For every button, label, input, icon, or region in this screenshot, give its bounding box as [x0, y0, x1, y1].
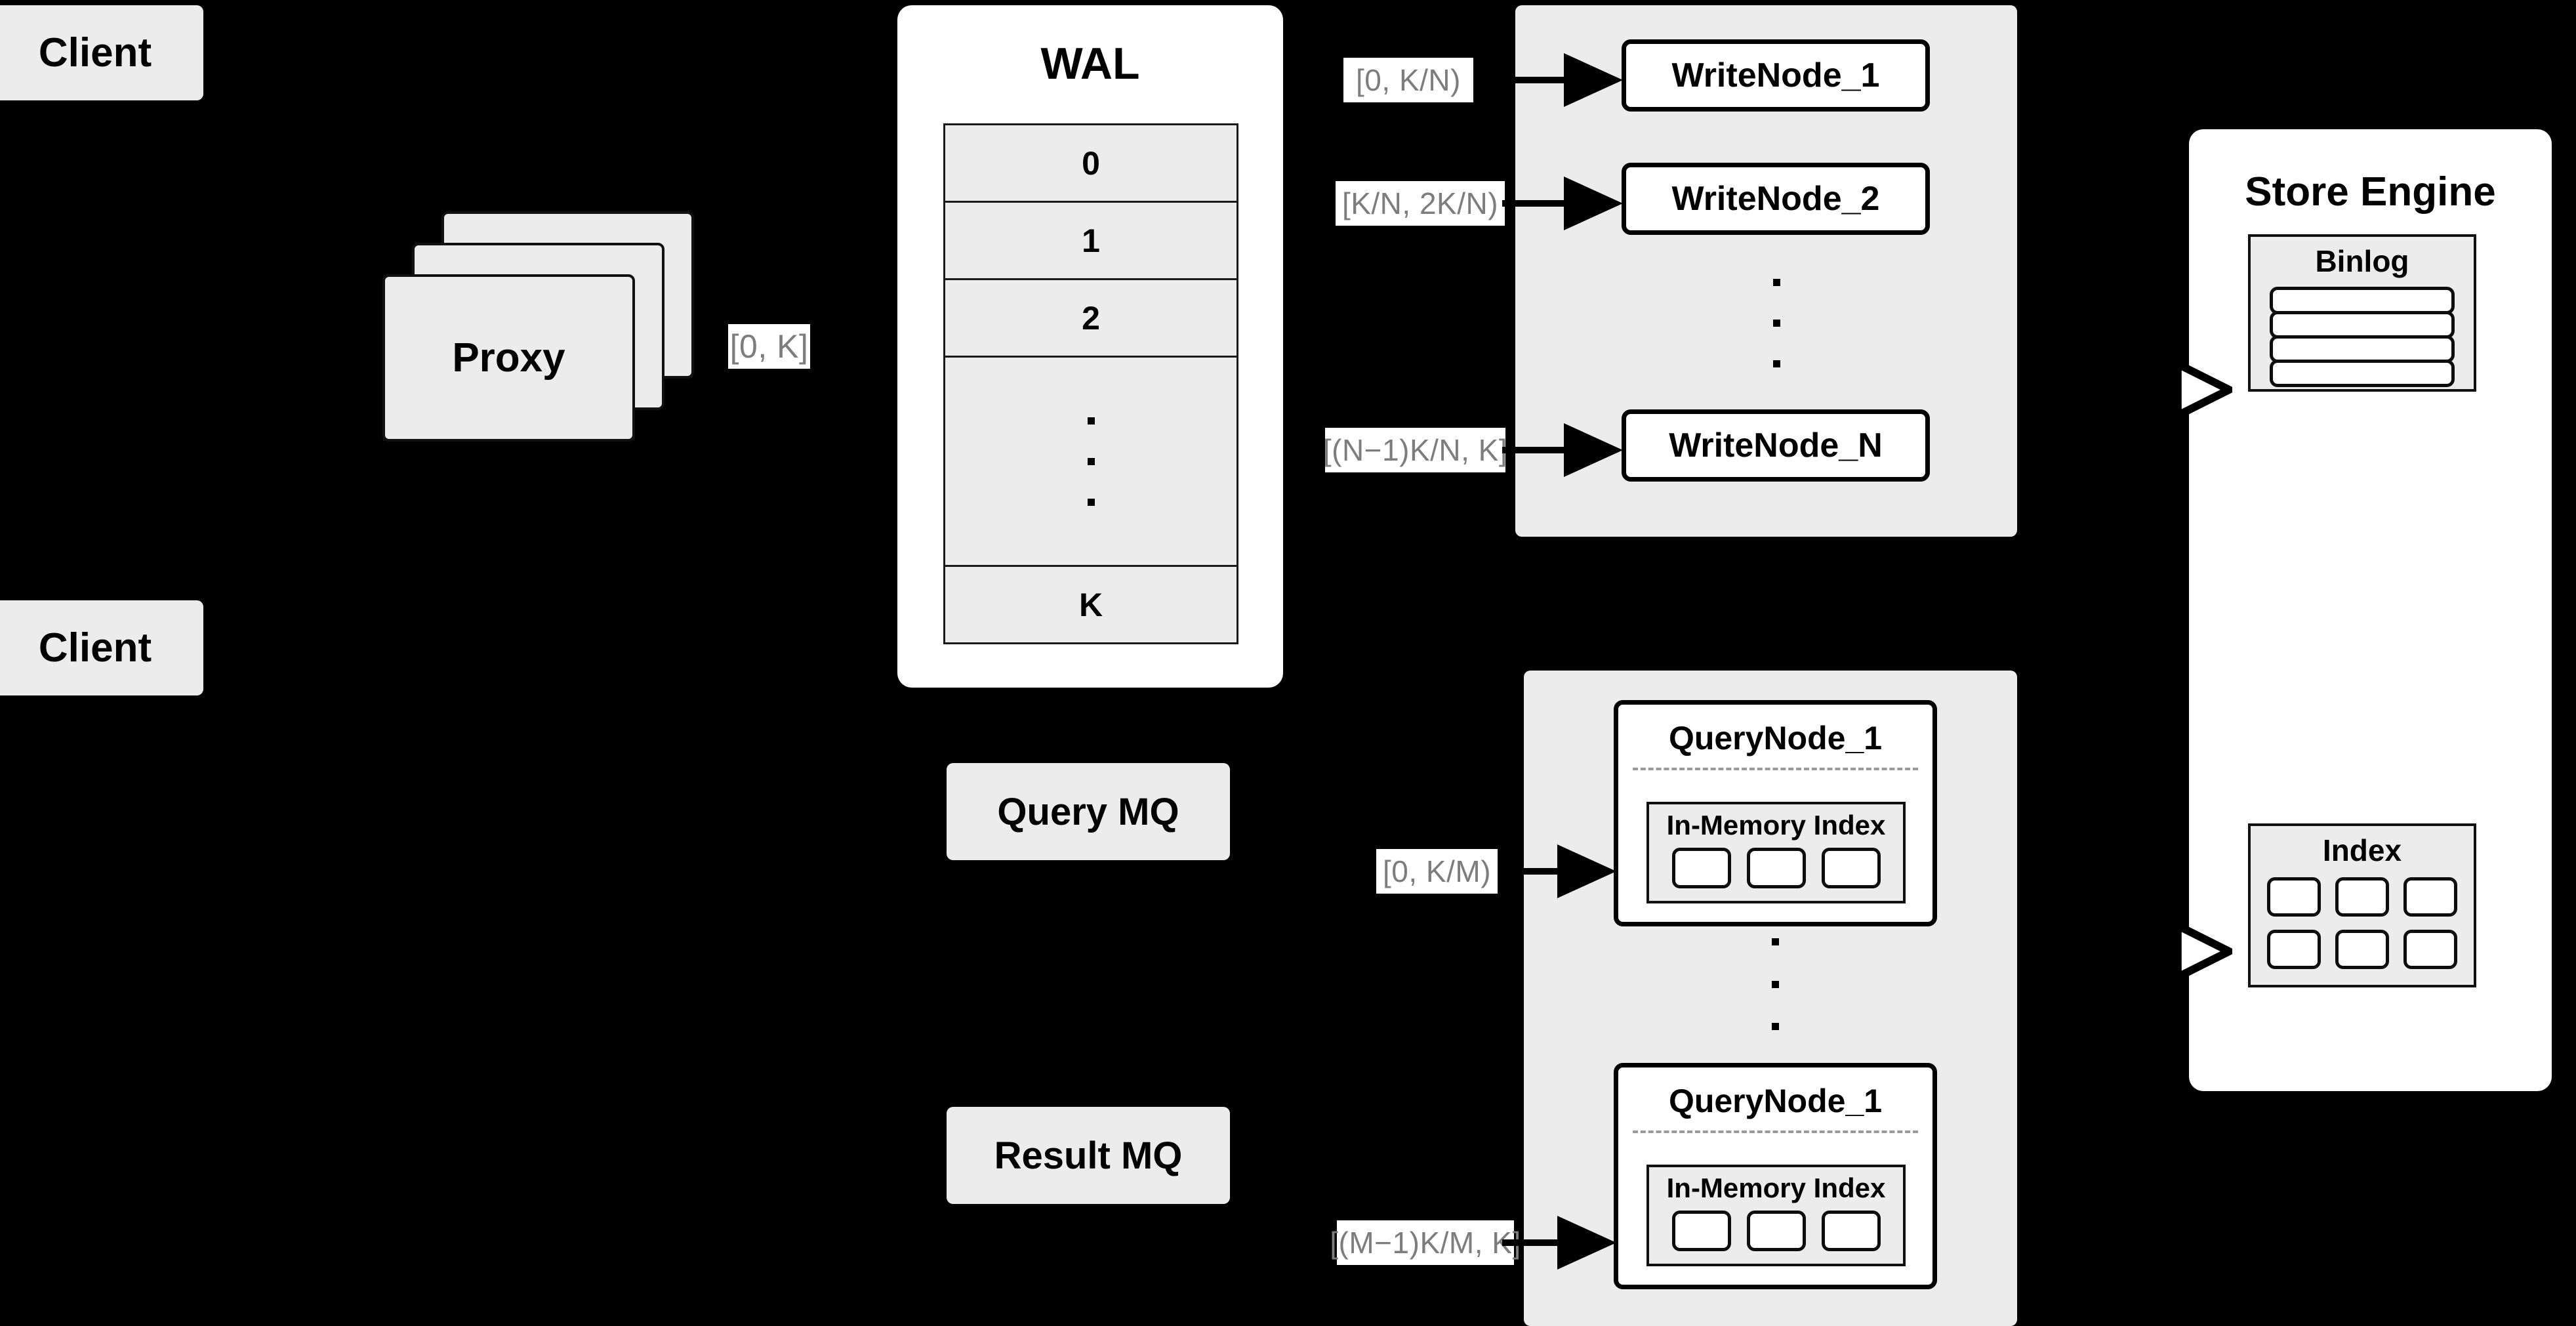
query-node-1-inmemory-index: In-Memory Index [1646, 802, 1906, 903]
proxy-label: Proxy [452, 335, 565, 381]
query-node-m-label: QueryNode_1 [1668, 1083, 1883, 1119]
wal-row-list: 0 1 2 K [943, 123, 1238, 644]
wal-panel: WAL 0 1 2 K [897, 5, 1283, 688]
query-node-m-inmemory-index: In-Memory Index [1646, 1165, 1906, 1266]
write-node-2[interactable]: WriteNode_2 [1622, 163, 1930, 235]
store-engine-title: Store Engine [2245, 169, 2496, 215]
wal-title: WAL [1040, 39, 1140, 89]
wal-row-ellipsis [943, 356, 1238, 567]
query-cluster-ellipsis-icon [1771, 938, 1779, 1030]
index-slot[interactable] [1821, 1211, 1881, 1251]
query-node-1-label: QueryNode_1 [1668, 720, 1883, 756]
wal-row[interactable]: 2 [943, 278, 1238, 358]
write-node-n-label: WriteNode_N [1669, 426, 1883, 465]
query-node-m-index-title: In-Memory Index [1666, 1172, 1886, 1203]
index-slot[interactable] [1746, 1211, 1806, 1251]
query-node-1[interactable]: QueryNode_1 In-Memory Index [1614, 700, 1937, 926]
store-index-cell[interactable] [2267, 930, 2321, 969]
vertical-ellipsis-icon [1087, 417, 1095, 506]
wal-row[interactable]: 1 [943, 201, 1238, 280]
write-node-2-label: WriteNode_2 [1671, 180, 1880, 218]
write-node-1-range-label: [0, K/N) [1343, 58, 1473, 102]
write-node-1[interactable]: WriteNode_1 [1622, 39, 1930, 112]
write-node-n-range-label: [(N−1)K/N, K] [1323, 428, 1507, 472]
query-node-1-range-label: [0, K/M) [1376, 849, 1498, 894]
write-node-n[interactable]: WriteNode_N [1622, 409, 1930, 482]
query-node-1-index-title: In-Memory Index [1666, 810, 1886, 840]
store-index-box: Index [2248, 823, 2476, 987]
write-node-1-label: WriteNode_1 [1671, 56, 1880, 94]
client-label-2: Client [38, 625, 152, 671]
query-node-m-separator [1633, 1130, 1918, 1133]
query-mq-label: Query MQ [997, 790, 1179, 833]
index-slot[interactable] [1671, 1211, 1731, 1251]
result-mq-box[interactable]: Result MQ [947, 1107, 1230, 1204]
query-node-1-separator [1633, 768, 1918, 770]
client-label-1: Client [38, 30, 152, 75]
write-node-2-range-label: [K/N, 2K/N) [1336, 181, 1505, 226]
store-index-cell[interactable] [2335, 877, 2389, 917]
binlog-title: Binlog [2315, 244, 2409, 278]
proxy-range-label: [0, K] [728, 324, 810, 369]
store-index-cell[interactable] [2335, 930, 2389, 969]
query-node-m[interactable]: QueryNode_1 In-Memory Index [1614, 1063, 1937, 1289]
index-slot[interactable] [1746, 848, 1806, 888]
query-node-m-range-label: [(M−1)K/M, K] [1330, 1220, 1521, 1265]
write-cluster-ellipsis-icon [1772, 279, 1780, 367]
store-engine-panel: Store Engine Binlog Index [2189, 129, 2552, 1091]
store-index-cell[interactable] [2267, 877, 2321, 917]
binlog-bar[interactable] [2270, 311, 2455, 339]
wal-row[interactable]: K [943, 565, 1238, 644]
binlog-bar[interactable] [2270, 360, 2455, 387]
wal-row[interactable]: 0 [943, 123, 1238, 203]
index-slot[interactable] [1671, 848, 1731, 888]
binlog-bar[interactable] [2270, 335, 2455, 363]
binlog-bar[interactable] [2270, 287, 2455, 314]
index-slot[interactable] [1821, 848, 1881, 888]
store-index-title: Index [2322, 833, 2402, 867]
query-mq-box[interactable]: Query MQ [947, 763, 1230, 860]
client-box-1[interactable]: Client [0, 5, 203, 100]
result-mq-label: Result MQ [994, 1134, 1183, 1177]
proxy-box[interactable]: Proxy [382, 274, 635, 442]
store-index-cell[interactable] [2403, 930, 2457, 969]
client-box-2[interactable]: Client [0, 600, 203, 695]
binlog-box: Binlog [2248, 234, 2476, 392]
store-index-cell[interactable] [2403, 877, 2457, 917]
